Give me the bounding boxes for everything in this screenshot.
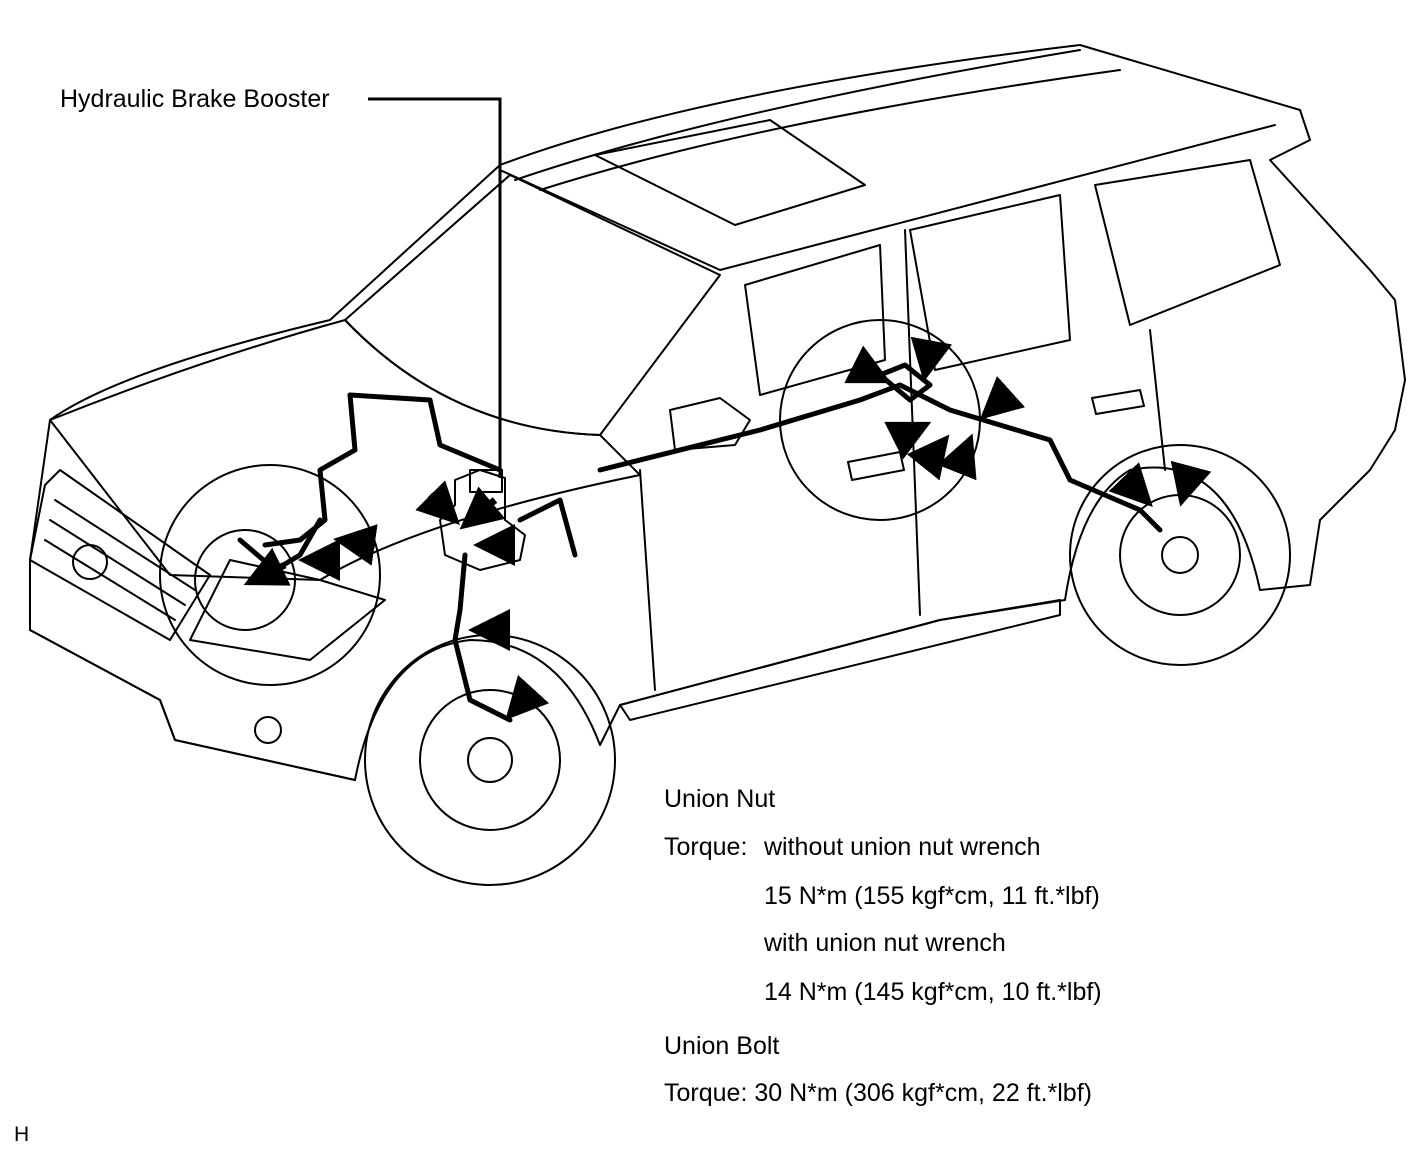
front-bumper bbox=[29, 629, 356, 781]
rear-side-window bbox=[909, 194, 1071, 371]
fitting-arrow bbox=[884, 421, 932, 460]
spec-torque-prefix: Torque: bbox=[664, 833, 748, 861]
front-brake-disc bbox=[419, 689, 561, 831]
vehicle-body-outline bbox=[29, 44, 1406, 781]
rear-quarter-window bbox=[1094, 159, 1281, 326]
spec-without-wrench-label: without union nut wrench bbox=[764, 833, 1041, 861]
headlight-outline bbox=[189, 559, 386, 661]
brake-line bbox=[517, 497, 578, 558]
grille-emblem bbox=[72, 544, 108, 580]
brake-line bbox=[877, 362, 933, 403]
spec-union-nut-title: Union Nut bbox=[664, 785, 776, 813]
brake-line bbox=[452, 552, 513, 723]
fitting-arrow bbox=[333, 524, 378, 566]
brake-fluid-reservoir bbox=[469, 469, 503, 493]
rear-brake-disc bbox=[1119, 494, 1241, 616]
front-left-disc-hidden bbox=[194, 529, 296, 631]
grille-line bbox=[49, 519, 186, 606]
rear-wheel-tire bbox=[1069, 444, 1291, 666]
front-wheel-hub bbox=[467, 737, 513, 783]
sunroof-outline bbox=[594, 119, 866, 226]
rear-wheel-hub bbox=[1161, 536, 1199, 574]
roof-rail bbox=[539, 69, 1121, 191]
fitting-arrow bbox=[243, 547, 291, 586]
door-handle bbox=[1091, 389, 1145, 415]
spec-union-bolt-torque: Torque: 30 N*m (306 kgf*cm, 22 ft.*lbf) bbox=[664, 1079, 1092, 1107]
grille-line bbox=[54, 499, 196, 591]
rear-left-wheel-hidden bbox=[779, 319, 981, 521]
door-seam bbox=[639, 469, 656, 691]
spec-with-wrench-label: with union nut wrench bbox=[764, 929, 1006, 957]
fitting-arrow bbox=[459, 486, 506, 530]
spec-with-wrench-value: 14 N*m (145 kgf*cm, 10 ft.*lbf) bbox=[764, 978, 1102, 1006]
spec-union-bolt-title: Union Bolt bbox=[664, 1032, 780, 1060]
hood-outline bbox=[49, 319, 641, 581]
brake-line bbox=[347, 392, 503, 473]
fitting-arrow bbox=[844, 345, 892, 384]
brake-line bbox=[597, 382, 1163, 533]
running-board bbox=[619, 599, 1061, 721]
fitting-arrow bbox=[1108, 462, 1153, 508]
fitting-arrow bbox=[1170, 460, 1212, 507]
spec-without-wrench-value: 15 N*m (155 kgf*cm, 11 ft.*lbf) bbox=[764, 882, 1100, 910]
front-left-wheel-hidden bbox=[159, 464, 381, 686]
fog-lamp bbox=[254, 716, 282, 744]
fitting-arrow bbox=[906, 434, 950, 481]
roof-rail bbox=[514, 49, 1081, 181]
brake-line bbox=[262, 392, 358, 548]
door-handle bbox=[847, 451, 905, 481]
fitting-arrow bbox=[415, 480, 460, 525]
door-seam bbox=[904, 229, 921, 616]
fitting-arrow bbox=[505, 674, 550, 721]
callout-label-hydraulic-brake-booster: Hydraulic Brake Booster bbox=[60, 85, 330, 113]
grille-outline bbox=[29, 469, 211, 641]
roof-edge bbox=[499, 124, 1276, 271]
figure-code: H bbox=[14, 1123, 30, 1146]
callout-leader-line bbox=[368, 97, 502, 478]
fitting-arrow bbox=[979, 375, 1026, 420]
fitting-arrow bbox=[937, 433, 977, 481]
grille-line bbox=[44, 539, 176, 621]
fitting-arrow bbox=[910, 336, 953, 382]
